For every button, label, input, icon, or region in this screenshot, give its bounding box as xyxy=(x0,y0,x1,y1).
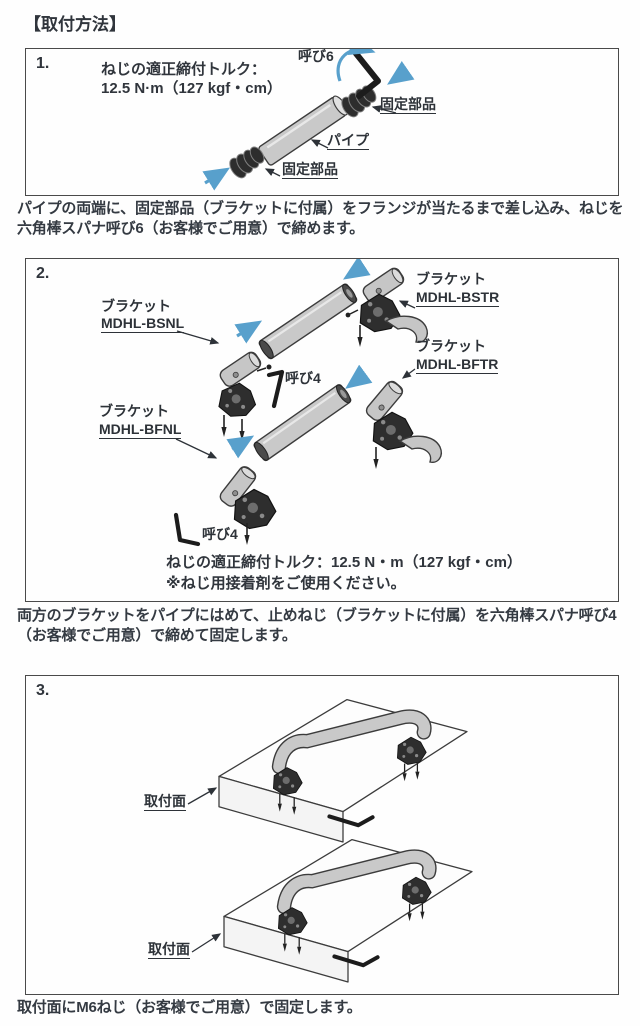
insert-arrow-bstr-icon xyxy=(342,259,371,280)
step2-caption: 両方のブラケットをパイプにはめて、止めねじ（ブラケットに付属）を六角棒スパナ呼び… xyxy=(17,607,617,644)
assembly-top xyxy=(176,259,428,442)
step3-box: 3. 取付面 取付面 xyxy=(25,675,619,995)
label-fixing-part-bottom: 固定部品 xyxy=(282,161,338,180)
step2-number: 2. xyxy=(36,265,50,282)
torque-line1: ねじの適正締付トルク： xyxy=(101,61,267,78)
bracket-bsnl-arm xyxy=(217,349,264,390)
step3-diagram xyxy=(187,676,615,991)
label-mounting-surface-bottom: 取付面 xyxy=(148,941,190,960)
mounted-assembly-bottom xyxy=(224,840,472,982)
bracket-bftr-hook xyxy=(399,435,442,464)
step2-diagram xyxy=(173,259,442,547)
leader-bftr xyxy=(401,368,416,379)
step1-caption: パイプの両端に、固定部品（ブラケットに付属）をフランジが当たるまで差し込み、ねじ… xyxy=(17,200,624,237)
label-bracket-bftr-model: MDHL-BFTR xyxy=(416,356,499,375)
leader-bfnl xyxy=(175,438,218,459)
label-hex-size-6: 呼び6 xyxy=(298,48,334,64)
label-bracket-bftr-title: ブラケット xyxy=(416,338,486,354)
step1-diagram xyxy=(202,49,415,191)
label-bracket-bsnl-title: ブラケット xyxy=(101,298,171,314)
step1-number: 1. xyxy=(36,55,50,72)
step2-box: 2. ブラケット MDHL-BSNL ブラケット MDHL-BSTR ブラケット… xyxy=(25,258,619,602)
set-screw-icon xyxy=(266,364,272,370)
insert-arrow-bftr-icon xyxy=(345,364,373,389)
label-pipe: パイプ xyxy=(327,132,369,151)
label-bracket-bfnl-title: ブラケット xyxy=(99,403,169,419)
step3-caption: 取付面にM6ねじ（お客様でご用意）で固定します。 xyxy=(17,999,362,1016)
hex-wrench-small-top-icon xyxy=(266,369,285,409)
label-fixing-part-top: 固定部品 xyxy=(380,96,436,115)
insert-arrow-bfnl-icon xyxy=(226,435,255,459)
leader-fixing-bottom xyxy=(264,168,281,177)
rotate-arrow-icon xyxy=(336,49,376,82)
label-bracket-bstr-model: MDHL-BSTR xyxy=(416,289,500,308)
label-bracket-bfnl-model: MDHL-BFNL xyxy=(99,421,182,440)
step2-adhesive-note: ※ねじ用接着剤をご使用ください。 xyxy=(166,575,406,592)
step2-torque-note: ねじの適正締付トルク：12.5 N・m（127 kgf・cm） xyxy=(166,554,522,571)
mounted-assembly-top xyxy=(219,700,467,842)
leader-surface-bottom xyxy=(191,933,222,953)
leader-pipe xyxy=(310,139,329,149)
leader-surface-top xyxy=(187,787,218,805)
leader-bstr xyxy=(398,300,416,309)
leader-fixing-top xyxy=(371,105,397,114)
label-mounting-surface-top: 取付面 xyxy=(144,793,186,812)
step1-torque-note: ねじの適正締付トルク： 12.5 N·m（127 kgf・cm） xyxy=(101,60,282,98)
torque-line2: 12.5 N·m（127 kgf・cm） xyxy=(101,80,282,97)
step3-number: 3. xyxy=(36,682,50,699)
label-hex-size-4-bottom: 呼び4 xyxy=(202,526,238,542)
insert-arrow-top-icon xyxy=(387,60,415,85)
insert-arrow-bottom-icon xyxy=(202,167,231,191)
pipe-illustration xyxy=(256,92,352,168)
label-bracket-bstr-title: ブラケット xyxy=(416,271,486,287)
page-title: 【取付方法】 xyxy=(24,15,126,34)
step1-box: 1. ねじの適正締付トルク： 12.5 N·m（127 kgf・cm） 呼び6 … xyxy=(25,48,619,196)
label-hex-size-4-top: 呼び4 xyxy=(285,370,321,386)
hex-wrench-icon xyxy=(351,49,381,99)
hex-wrench-small-bottom-icon xyxy=(173,512,201,547)
assembly-bottom xyxy=(173,364,442,547)
bracket-bsnl-flange xyxy=(217,380,259,420)
insert-arrow-bsnl-icon xyxy=(234,320,263,344)
label-bracket-bsnl-model: MDHL-BSNL xyxy=(101,315,185,334)
